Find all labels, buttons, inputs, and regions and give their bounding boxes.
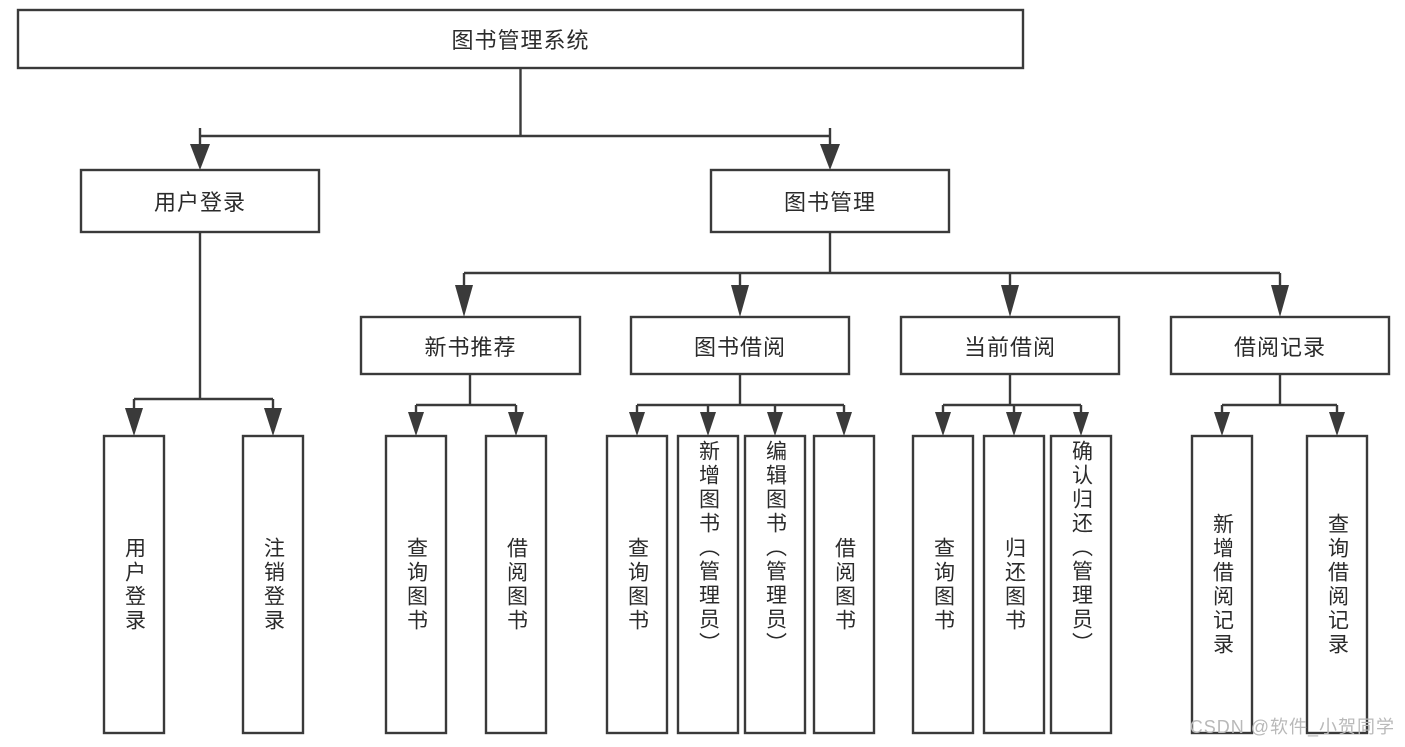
node-leaf-add-book-box[interactable]	[676, 434, 740, 735]
arrow-head-leaf-return-book	[1006, 412, 1022, 436]
node-leaf-user-login-box[interactable]	[102, 434, 166, 735]
arrow-head-book-management	[820, 144, 840, 170]
arrow-head-new-book-recommend	[455, 285, 473, 317]
node-leaf-logout-box[interactable]	[241, 434, 305, 735]
node-book-management-box[interactable]	[709, 168, 951, 234]
arrow-head-leaf-borrow-book-1	[508, 412, 524, 436]
node-leaf-borrow-book-2-box[interactable]	[812, 434, 876, 735]
node-leaf-query-book-3-box[interactable]	[911, 434, 975, 735]
arrow-head-leaf-query-book-1	[408, 412, 424, 436]
arrow-head-leaf-query-book-2	[629, 412, 645, 436]
arrow-head-leaf-add-book	[700, 412, 716, 436]
connector-group-book-management	[455, 232, 1289, 317]
node-current-borrow-box[interactable]	[899, 315, 1121, 376]
node-new-book-recommend-box[interactable]	[359, 315, 582, 376]
connector-group-borrow-record	[1214, 374, 1345, 436]
node-leaf-query-book-2-box[interactable]	[605, 434, 669, 735]
arrow-head-leaf-query-book-3	[935, 412, 951, 436]
connector-group-user-login	[125, 232, 282, 436]
node-borrow-record-box[interactable]	[1169, 315, 1391, 376]
node-leaf-borrow-book-1-box[interactable]	[484, 434, 548, 735]
node-book-borrow-box[interactable]	[629, 315, 851, 376]
node-leaf-edit-book-box[interactable]	[743, 434, 807, 735]
node-leaf-confirm-return-box[interactable]	[1049, 434, 1113, 735]
node-root-box[interactable]	[16, 8, 1025, 70]
connector-group-book-borrow	[629, 374, 852, 436]
node-leaf-query-record-box[interactable]	[1305, 434, 1369, 735]
arrow-head-leaf-user-login	[125, 408, 143, 436]
arrow-head-leaf-logout	[264, 408, 282, 436]
arrow-head-leaf-add-record	[1214, 412, 1230, 436]
connector-group-root	[190, 68, 840, 170]
node-user-login-box[interactable]	[79, 168, 321, 234]
arrow-head-leaf-edit-book	[767, 412, 783, 436]
arrow-head-current-borrow	[1001, 285, 1019, 317]
node-leaf-query-book-1-box[interactable]	[384, 434, 448, 735]
arrow-head-leaf-confirm-return	[1073, 412, 1089, 436]
arrow-head-user-login	[190, 144, 210, 170]
arrow-head-borrow-record	[1271, 285, 1289, 317]
arrow-head-book-borrow	[731, 285, 749, 317]
node-leaf-return-book-box[interactable]	[982, 434, 1046, 735]
connector-group-new-book-recommend	[408, 374, 524, 436]
node-leaf-add-record-box[interactable]	[1190, 434, 1254, 735]
connector-group-current-borrow	[935, 374, 1089, 436]
arrow-head-leaf-query-record	[1329, 412, 1345, 436]
arrow-head-leaf-borrow-book-2	[836, 412, 852, 436]
